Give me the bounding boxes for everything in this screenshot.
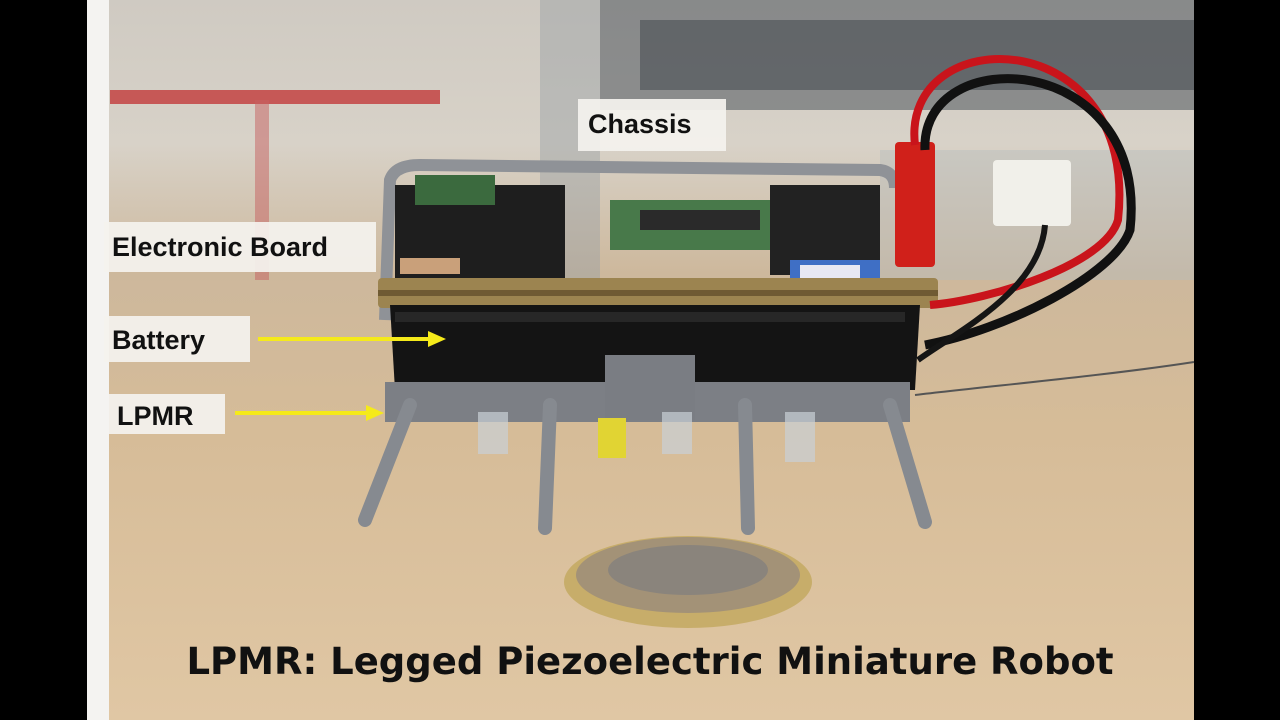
video-caption: LPMR: Legged Piezoelectric Miniature Rob… [186,640,1114,683]
battery-label: Battery [104,316,250,362]
chassis-label: Chassis [578,99,726,151]
electronic-board-label: Electronic Board [104,222,376,272]
left-white-strip [87,0,109,720]
lpmr-label: LPMR [109,394,225,434]
lpmr-arrow [235,405,384,421]
battery-arrow [258,331,446,347]
